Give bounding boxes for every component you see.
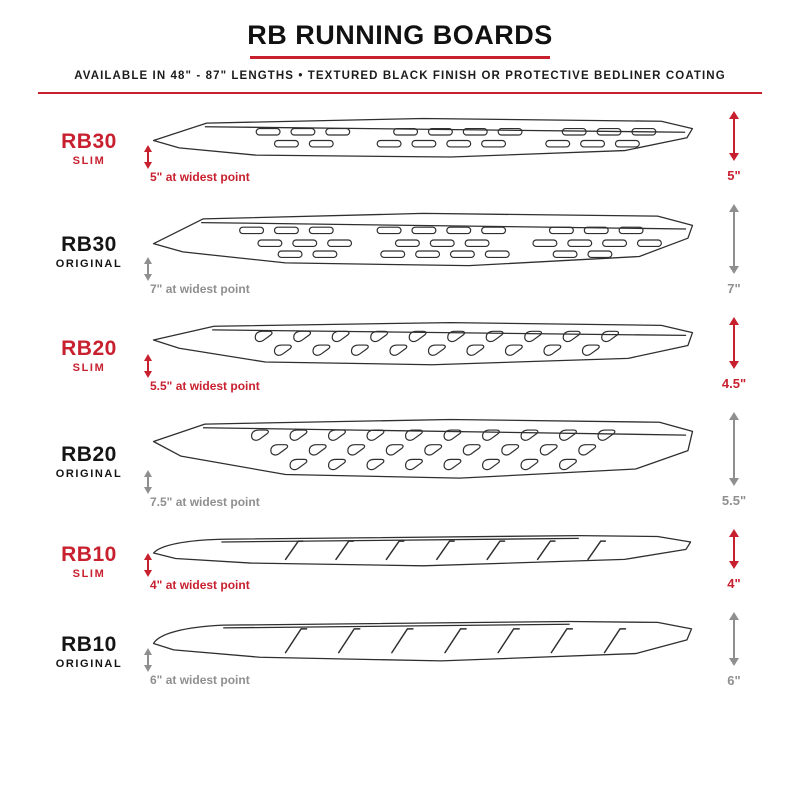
height-label: 6" [727,673,741,688]
width-note: 6" at widest point [150,673,250,688]
height-arrow-icon [729,111,739,161]
width-arrow-icon [142,552,154,578]
width-arrow-icon [142,144,154,170]
variant-name: SLIM [72,362,106,374]
rb10-slim-board-illustration [152,535,692,567]
height-label: 5" [727,168,741,183]
variant-name: SLIM [72,568,106,580]
rb30-original-board-illustration [152,212,694,267]
height-arrow-icon [729,412,739,486]
height-label: 4" [727,576,741,591]
width-note: 7" at widest point [150,282,250,297]
board-label: RB20 ORIGINAL [38,443,140,480]
height-arrow-icon [729,612,739,666]
height-measure: 6" [706,611,762,692]
height-measure: 4.5" [706,316,762,395]
board-drawing-area: 7.5" at widest point [144,414,698,509]
title-underline-rule [250,56,550,59]
rb10-original-board-illustration [152,620,693,662]
board-drawing-area: 5.5" at widest point [144,318,698,393]
width-arrow-icon [142,647,154,673]
model-name: RB10 [61,633,117,656]
board-row-rb10-original: RB10 ORIGINAL 6" at widest point 6" [38,611,762,692]
height-label: 5.5" [721,493,747,508]
variant-name: ORIGINAL [55,258,123,270]
width-arrow-icon [142,256,154,282]
height-measure: 5" [706,110,762,187]
width-note: 4" at widest point [150,577,250,592]
width-note: 7.5" at widest point [150,495,260,509]
board-drawing-area: 5" at widest point [144,113,698,185]
rb20-original-board-illustration [152,418,694,479]
width-note: 5" at widest point [150,170,250,185]
height-label: 4.5" [721,376,747,391]
height-measure: 4" [706,528,762,595]
board-label: RB30 SLIM [38,130,140,167]
rb30-slim-board-illustration [152,117,694,158]
height-label: 7" [727,281,741,296]
variant-name: SLIM [72,155,106,167]
board-row-rb30-slim: RB30 SLIM 5" at widest point 5" [38,110,762,187]
board-drawing-area: 4" at widest point [144,531,698,592]
subtitle-rule [38,92,762,94]
model-name: RB30 [61,233,117,256]
model-name: RB20 [61,443,117,466]
board-label: RB20 SLIM [38,337,140,374]
model-name: RB10 [61,543,117,566]
width-arrow-icon [142,469,154,495]
rb20-slim-board-illustration [152,322,694,366]
width-note: 5.5" at widest point [150,378,260,393]
board-drawing-area: 7" at widest point [144,207,698,297]
model-name: RB20 [61,337,117,360]
height-measure: 5.5" [706,411,762,512]
variant-name: ORIGINAL [55,468,123,480]
board-drawing-area: 6" at widest point [144,616,698,688]
board-row-rb20-original: RB20 ORIGINAL 7.5" at widest point 5.5" [38,411,762,512]
header: RB RUNNING BOARDS AVAILABLE IN 48" - 87"… [38,20,762,94]
width-arrow-icon [142,353,154,379]
board-label: RB30 ORIGINAL [38,233,140,270]
board-row-rb30-original: RB30 ORIGINAL 7" at widest point 7" [38,203,762,300]
height-arrow-icon [729,529,739,569]
variant-name: ORIGINAL [55,658,123,670]
subtitle: AVAILABLE IN 48" - 87" LENGTHS • TEXTURE… [74,70,726,82]
board-label: RB10 SLIM [38,543,140,580]
board-label: RB10 ORIGINAL [38,633,140,670]
page-title: RB RUNNING BOARDS [247,20,553,50]
model-name: RB30 [61,130,117,153]
board-row-rb20-slim: RB20 SLIM 5.5" at widest point 4.5" [38,316,762,395]
board-row-rb10-slim: RB10 SLIM 4" at widest point 4" [38,528,762,595]
height-measure: 7" [706,203,762,300]
height-arrow-icon [729,204,739,274]
height-arrow-icon [729,317,739,369]
